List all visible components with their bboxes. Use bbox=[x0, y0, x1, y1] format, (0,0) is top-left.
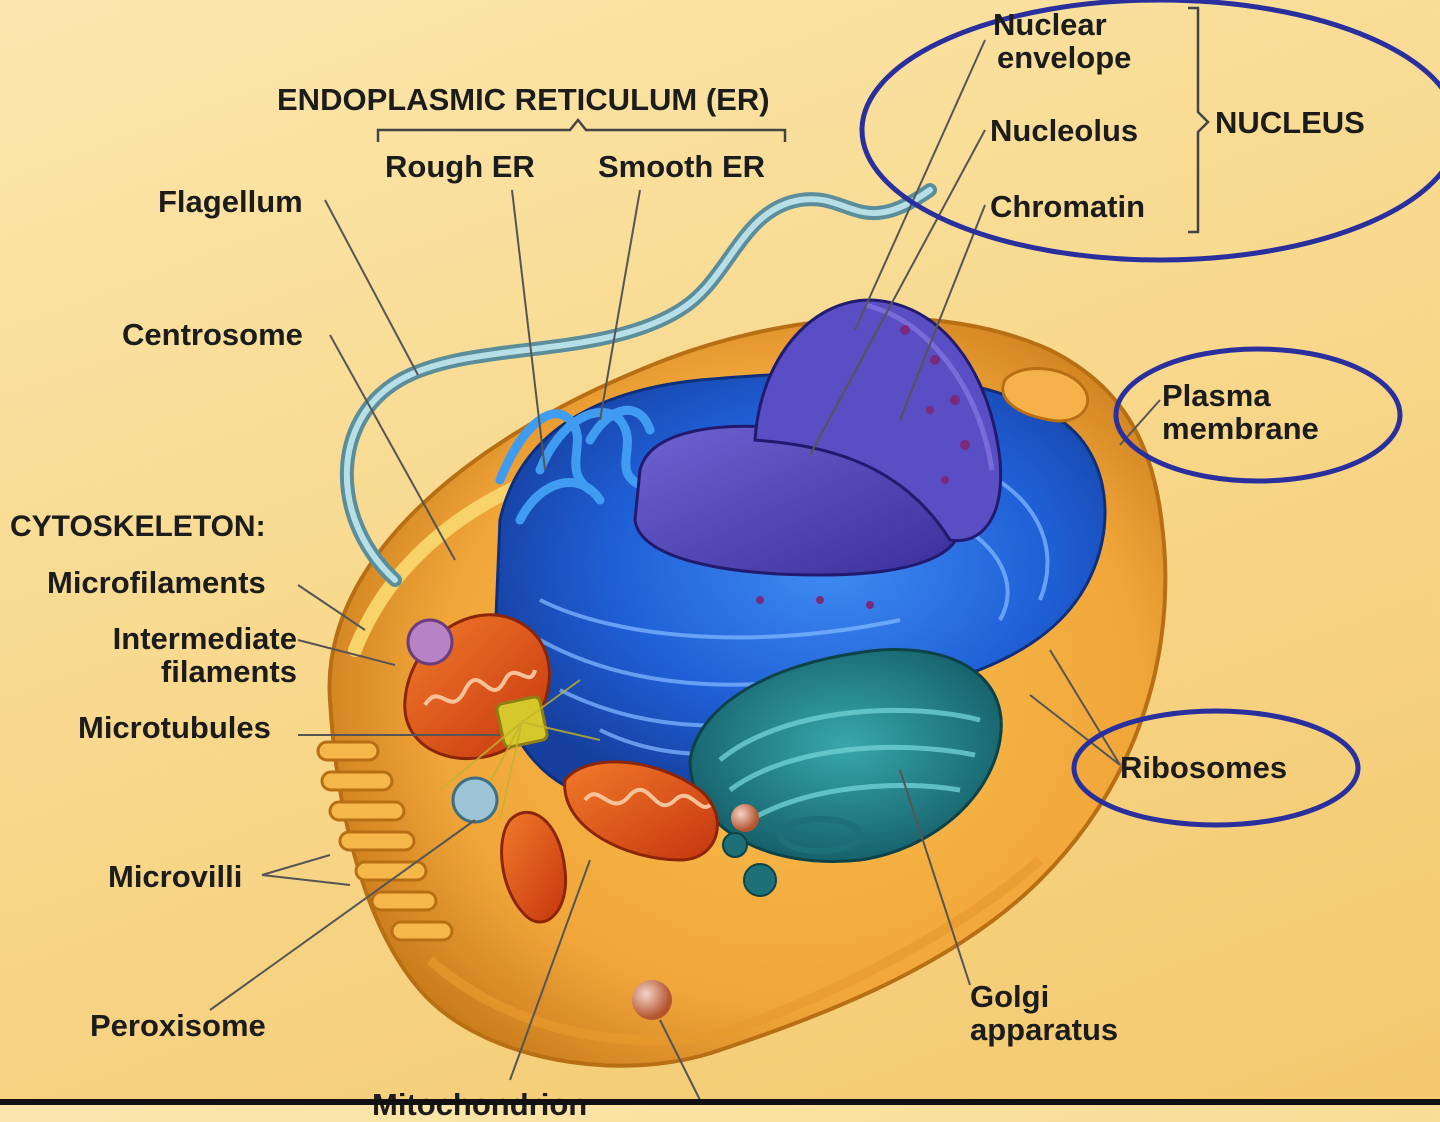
plasma-membrane-vesicle bbox=[1001, 367, 1089, 423]
lysosome bbox=[406, 618, 454, 666]
label-plasma-membrane-line1: Plasma bbox=[1162, 378, 1271, 413]
mitochondrion-2 bbox=[563, 760, 719, 862]
label-smooth-er: Smooth ER bbox=[598, 149, 766, 184]
label-nucleolus: Nucleolus bbox=[990, 113, 1139, 148]
label-er-header: ENDOPLASMIC RETICULUM (ER) bbox=[277, 82, 770, 117]
label-plasma-membrane: Plasma membrane bbox=[1162, 379, 1319, 445]
golgi-cisternae bbox=[718, 707, 981, 823]
label-centrosome: Centrosome bbox=[122, 317, 303, 352]
vesicle bbox=[731, 804, 759, 832]
label-nucleus: NUCLEUS bbox=[1215, 105, 1365, 140]
label-nuclear-envelope-line1: Nuclear bbox=[993, 7, 1107, 42]
smooth-er-tubules bbox=[495, 405, 655, 525]
label-chromatin: Chromatin bbox=[990, 189, 1145, 224]
nuclear-pores bbox=[756, 325, 970, 609]
label-nuclear-envelope-line2: envelope bbox=[997, 40, 1132, 75]
label-microtubules: Microtubules bbox=[78, 710, 271, 745]
label-ribosomes: Ribosomes bbox=[1120, 750, 1288, 785]
highlight-ellipses bbox=[859, 0, 1440, 828]
label-cytoskeleton: CYTOSKELETON: bbox=[10, 510, 266, 543]
vesicle-lower bbox=[632, 980, 672, 1020]
label-microvilli: Microvilli bbox=[108, 859, 243, 894]
label-intermediate-filaments: Intermediate filaments bbox=[86, 622, 297, 688]
golgi-vesicles bbox=[722, 816, 863, 897]
leader-lines bbox=[209, 39, 1161, 1101]
er-brace bbox=[376, 117, 787, 142]
label-nuclear-envelope: Nuclear envelope bbox=[993, 8, 1131, 74]
label-flagellum: Flagellum bbox=[158, 184, 303, 219]
label-microfilaments: Microfilaments bbox=[47, 565, 266, 600]
label-intermediate-filaments-line1: Intermediate bbox=[112, 621, 297, 656]
centrosome bbox=[439, 679, 601, 821]
mitochondrion-3 bbox=[500, 810, 568, 924]
nucleus-brace bbox=[1188, 6, 1210, 234]
peroxisome bbox=[451, 776, 499, 824]
label-golgi-apparatus-line2: apparatus bbox=[970, 1012, 1119, 1047]
label-plasma-membrane-line2: membrane bbox=[1162, 411, 1319, 446]
label-golgi-apparatus-line1: Golgi bbox=[970, 979, 1050, 1014]
label-peroxisome: Peroxisome bbox=[90, 1008, 266, 1043]
cell-floor-shadow bbox=[426, 856, 1044, 1045]
label-intermediate-filaments-line2: filaments bbox=[160, 654, 297, 689]
bottom-border bbox=[0, 1099, 1440, 1105]
label-golgi-apparatus: Golgi apparatus bbox=[970, 980, 1118, 1046]
label-rough-er: Rough ER bbox=[385, 149, 535, 184]
